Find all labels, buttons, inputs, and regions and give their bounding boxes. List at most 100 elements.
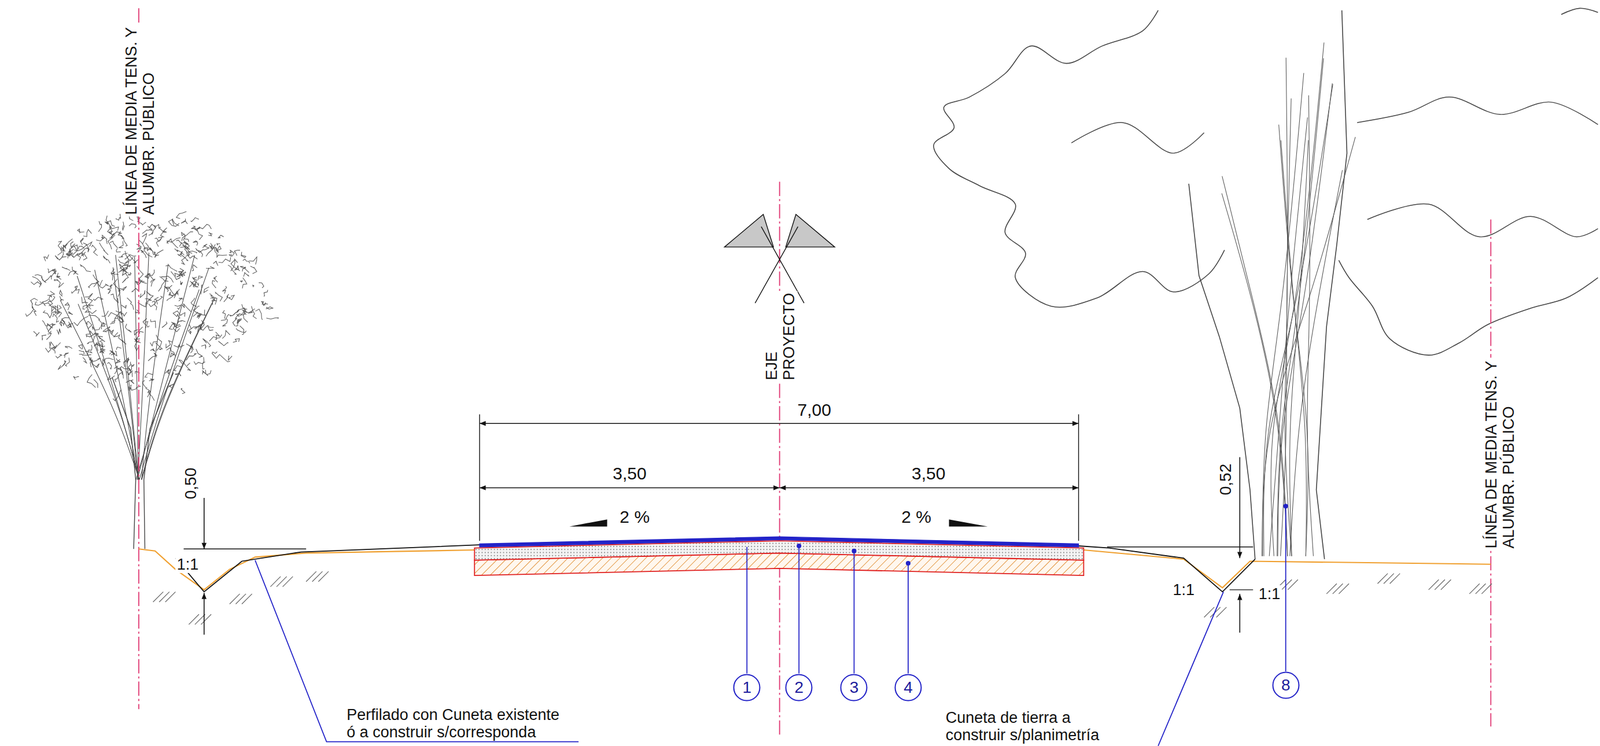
note-leader	[1158, 591, 1224, 746]
soil-hatch	[229, 594, 241, 605]
callout-number: 4	[903, 678, 913, 698]
callout-leader	[1285, 506, 1287, 672]
tree-branch	[141, 297, 216, 481]
callout-ring	[1272, 672, 1299, 699]
tree-trunk	[1188, 183, 1256, 560]
tree-branch	[115, 255, 139, 480]
ditch-profile	[1078, 546, 1256, 592]
center-axis	[779, 181, 781, 737]
ground-line	[1083, 550, 1491, 588]
callout-leader	[746, 547, 748, 674]
soil-hatch	[1332, 583, 1344, 595]
soil-hatch	[241, 594, 253, 605]
tree-branch	[139, 267, 209, 480]
soil-hatch	[306, 571, 317, 582]
axis-flag	[724, 214, 774, 247]
note-leader	[255, 560, 579, 743]
callout-circle: 3	[839, 673, 868, 702]
slope-ratio: 1:1	[175, 555, 201, 573]
axis-flag	[785, 214, 835, 247]
soil-hatch	[1440, 579, 1452, 591]
callout-ring	[734, 674, 761, 701]
callout-leader	[798, 546, 800, 674]
dimension-line	[1239, 457, 1241, 559]
soil-hatch	[1475, 583, 1487, 595]
tree-fiber	[1270, 42, 1325, 557]
tree-fiber	[1284, 57, 1292, 557]
soil-hatch	[282, 576, 294, 588]
dimension-line	[1239, 594, 1241, 633]
tree-canopy	[1338, 260, 1598, 356]
soil-hatch	[201, 614, 212, 625]
slope-arrow	[949, 519, 988, 527]
soil-hatch	[276, 576, 287, 588]
dimension-line	[203, 592, 205, 635]
slope-arrow	[569, 519, 607, 527]
tree-branch	[112, 267, 138, 480]
callout-circle: 2	[784, 673, 813, 702]
soil-hatch	[1390, 573, 1401, 585]
extension-line	[478, 414, 480, 541]
soil-hatch	[1481, 583, 1492, 595]
tree-branch	[134, 256, 139, 481]
soil-hatch	[1281, 579, 1293, 591]
soil-hatch	[1338, 583, 1349, 595]
soil-hatch	[1469, 583, 1480, 595]
callout-ring	[841, 674, 868, 701]
soil-hatch	[188, 614, 199, 625]
dimension-line	[479, 487, 780, 489]
slope-text: 2 %	[617, 507, 652, 528]
soil-hatch	[194, 614, 206, 625]
tree-fiber	[1278, 124, 1309, 557]
callout-ring	[786, 674, 813, 701]
leader-dot	[905, 561, 911, 566]
tree-trunk	[144, 372, 174, 549]
dimension-line	[203, 498, 205, 549]
tree-branch	[135, 289, 199, 481]
callout-leader	[853, 551, 855, 674]
soil-hatch	[153, 591, 164, 603]
ground-line	[138, 548, 475, 591]
tree-fiber	[1262, 72, 1304, 556]
extension-line	[1078, 414, 1079, 541]
tree-fiber	[1263, 83, 1333, 556]
dimension-text: 0,50	[181, 466, 200, 502]
extension-line	[183, 548, 307, 550]
utility-note: LÍNEA DE MEDIA TENS. Y ALUMBR. PÚBLICO	[122, 24, 157, 217]
callout-leader	[907, 563, 909, 674]
soil-hatch	[1377, 573, 1388, 585]
utility-note: LÍNEA DE MEDIA TENS. Y ALUMBR. PÚBLICO	[1482, 357, 1518, 551]
tree-fiber	[1222, 176, 1288, 557]
soil-hatch	[270, 576, 281, 588]
callout-number: 3	[849, 678, 860, 698]
tree-canopy	[1561, 8, 1599, 15]
soil-hatch	[1326, 583, 1337, 595]
dimension-line	[779, 487, 1079, 489]
soil-hatch	[235, 594, 246, 605]
tree-branch	[137, 252, 149, 480]
tree-branch	[60, 300, 140, 480]
soil-hatch	[318, 571, 329, 582]
extension-line	[1229, 589, 1254, 591]
callout-circle: 8	[1272, 671, 1300, 700]
tree-fiber	[1289, 170, 1343, 556]
asphalt-layer	[479, 536, 1079, 548]
dimension-text: 0,52	[1216, 462, 1235, 498]
callout-number: 8	[1281, 676, 1291, 695]
dimension-line	[479, 423, 1079, 425]
tree-canopy	[1357, 97, 1598, 125]
soil-hatch	[165, 591, 176, 603]
soil-hatch	[1383, 573, 1395, 585]
slope-text: 2 %	[899, 507, 934, 528]
extension-line	[1107, 546, 1253, 548]
leader-dot	[1283, 503, 1289, 509]
tree-branch	[141, 303, 212, 480]
soil-hatch	[1428, 579, 1440, 591]
ditch-profile	[175, 544, 480, 592]
soil-hatch	[1216, 607, 1227, 618]
callout-circle: 1	[732, 673, 761, 702]
callout-ring	[894, 674, 921, 701]
leader-dot	[796, 543, 802, 549]
soil-hatch	[1287, 579, 1299, 591]
